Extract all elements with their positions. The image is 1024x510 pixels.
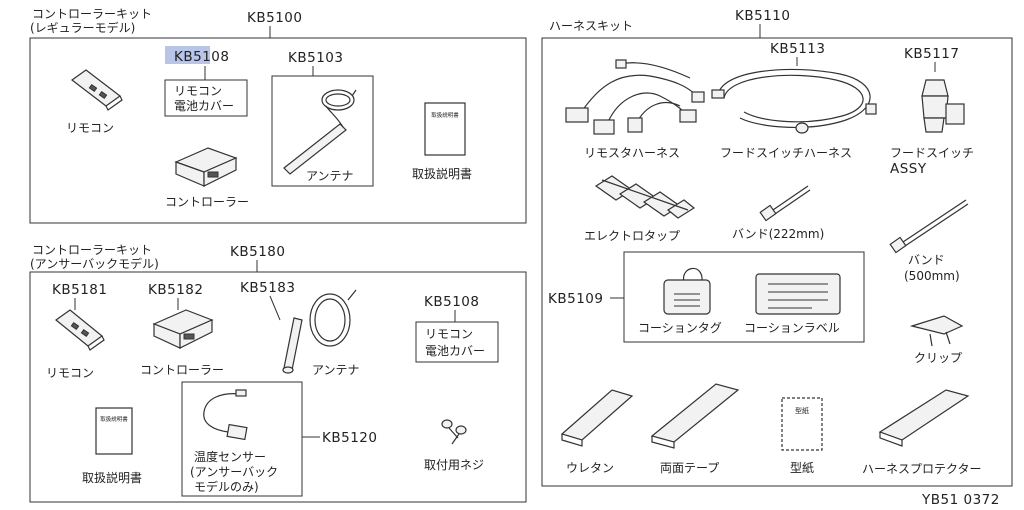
- regular-manual-illustration[interactable]: 取扱説明書: [424, 102, 466, 156]
- regular-cover-label-line2: 電池カバー: [174, 99, 234, 113]
- ab-remote-code[interactable]: KB5181: [52, 282, 107, 298]
- electro-tap-illustration[interactable]: [594, 175, 696, 219]
- hood-switch-assy-illustration[interactable]: [921, 79, 965, 133]
- ab-antenna-illustration[interactable]: [282, 289, 357, 374]
- regular-manual-label: 取扱説明書: [412, 166, 472, 181]
- template-label: 型紙: [790, 460, 814, 475]
- answerback-kit-code[interactable]: KB5180: [230, 244, 285, 260]
- ab-cover-label-line2: 電池カバー: [425, 344, 485, 358]
- harness-protector-illustration[interactable]: [878, 389, 970, 447]
- regular-manual-cover-text: 取扱説明書: [431, 111, 459, 119]
- regular-kit-code[interactable]: KB5100: [247, 10, 302, 26]
- regular-antenna-box: [271, 75, 374, 187]
- group-regular-kit: コントローラーキット (レギュラーモデル) KB5100 リモコン KB5108…: [29, 7, 527, 224]
- regular-cover-code[interactable]: KB5108: [174, 49, 229, 65]
- mount-screw-illustration[interactable]: [441, 419, 467, 445]
- ab-manual-cover-text: 取扱説明書: [100, 415, 128, 423]
- ab-cover-code[interactable]: KB5108: [424, 294, 479, 310]
- group-harness-kit: ハーネスキット KB5110 リモスタハーネス KB5113 フ: [541, 8, 1013, 487]
- hood-switch-harness-illustration[interactable]: [711, 68, 877, 134]
- ab-antenna-code[interactable]: KB5183: [240, 280, 295, 296]
- caution-label-label: コーションラベル: [744, 321, 840, 335]
- remote-starter-harness-label: リモスタハーネス: [584, 146, 680, 160]
- answerback-kit-title-line2: (アンサーバックモデル): [30, 256, 159, 271]
- group-answerback-kit: コントローラーキット (アンサーバックモデル) KB5180 KB5181 リモ…: [29, 243, 527, 503]
- caution-set-code[interactable]: KB5109: [548, 291, 603, 307]
- harness-kit-title: ハーネスキット: [549, 19, 633, 33]
- caution-tag-label: コーションタグ: [638, 321, 722, 335]
- regular-cover-box[interactable]: [164, 79, 248, 117]
- harness-protector-label: ハーネスプロテクター: [862, 462, 982, 476]
- ab-remote-label: リモコン: [46, 366, 94, 380]
- answerback-kit-frame: [29, 271, 527, 503]
- regular-kit-frame: [29, 37, 527, 224]
- harness-kit-code[interactable]: KB5110: [735, 8, 790, 24]
- ab-manual-label: 取扱説明書: [82, 470, 142, 485]
- regular-remote-illustration[interactable]: [70, 69, 123, 111]
- caution-set-box: [623, 251, 865, 343]
- regular-kit-title-line1: コントローラーキット: [32, 7, 152, 21]
- regular-antenna-illustration[interactable]: [283, 89, 357, 175]
- ab-cover-box[interactable]: [415, 321, 499, 363]
- hood-switch-assy-code[interactable]: KB5117: [904, 46, 959, 62]
- ab-antenna-label: アンテナ: [312, 363, 360, 377]
- harness-kit-frame: [541, 37, 1013, 487]
- double-tape-label: 両面テープ: [660, 461, 719, 475]
- regular-antenna-code[interactable]: KB5103: [288, 50, 343, 66]
- mount-screw-label: 取付用ネジ: [424, 458, 484, 472]
- band-500-label-line2: (500mm): [904, 269, 960, 283]
- temp-sensor-box: [181, 381, 303, 497]
- regular-remote-label: リモコン: [66, 121, 114, 135]
- double-tape-illustration[interactable]: [650, 383, 740, 449]
- ab-remote-illustration[interactable]: [55, 309, 105, 351]
- ab-controller-illustration[interactable]: [152, 309, 214, 349]
- ab-controller-code[interactable]: KB5182: [148, 282, 203, 298]
- urethane-illustration[interactable]: [560, 389, 634, 447]
- caution-tag-illustration[interactable]: [663, 267, 711, 315]
- regular-kit-title-line2: (レギュラーモデル): [30, 20, 135, 35]
- band-500-label-line1: バンド: [908, 253, 945, 267]
- band-222-label: バンド(222mm): [732, 227, 824, 241]
- template-cover-text: 型紙: [795, 406, 809, 415]
- temp-sensor-label-line2: (アンサーバック: [190, 465, 278, 479]
- temp-sensor-label-line3: モデルのみ): [194, 479, 259, 494]
- ab-cover-label-line1: リモコン: [425, 327, 473, 341]
- template-illustration[interactable]: 型紙: [781, 397, 823, 451]
- temp-sensor-code[interactable]: KB5120: [322, 430, 377, 446]
- remote-starter-harness-illustration[interactable]: [565, 59, 705, 135]
- regular-controller-label: コントローラー: [165, 195, 249, 209]
- band-500-illustration[interactable]: [889, 199, 969, 254]
- answerback-kit-title-line1: コントローラーキット: [32, 243, 152, 257]
- hood-switch-assy-label-line2: ASSY: [890, 161, 927, 177]
- caution-label-illustration[interactable]: [755, 273, 841, 315]
- hood-switch-harness-label: フードスイッチハーネス: [720, 146, 852, 160]
- regular-cover-label-line1: リモコン: [174, 84, 222, 98]
- hood-switch-harness-code[interactable]: KB5113: [770, 41, 825, 57]
- urethane-label: ウレタン: [566, 461, 614, 475]
- figure-id: YB51 0372: [921, 492, 1000, 508]
- temp-sensor-label-line1: 温度センサー: [194, 449, 266, 464]
- ab-manual-illustration[interactable]: 取扱説明書: [95, 407, 133, 455]
- ab-controller-label: コントローラー: [140, 363, 224, 377]
- electro-tap-label: エレクトロタップ: [584, 229, 680, 243]
- band-222-illustration[interactable]: [759, 185, 811, 222]
- clip-label: クリップ: [914, 351, 962, 365]
- temp-sensor-illustration[interactable]: [203, 389, 248, 441]
- hood-switch-assy-label-line1: フードスイッチ: [890, 146, 974, 160]
- regular-controller-illustration[interactable]: [174, 147, 238, 187]
- regular-antenna-label: アンテナ: [306, 169, 354, 183]
- regular-cover-code-highlight: [165, 46, 210, 64]
- clip-illustration[interactable]: [909, 315, 964, 347]
